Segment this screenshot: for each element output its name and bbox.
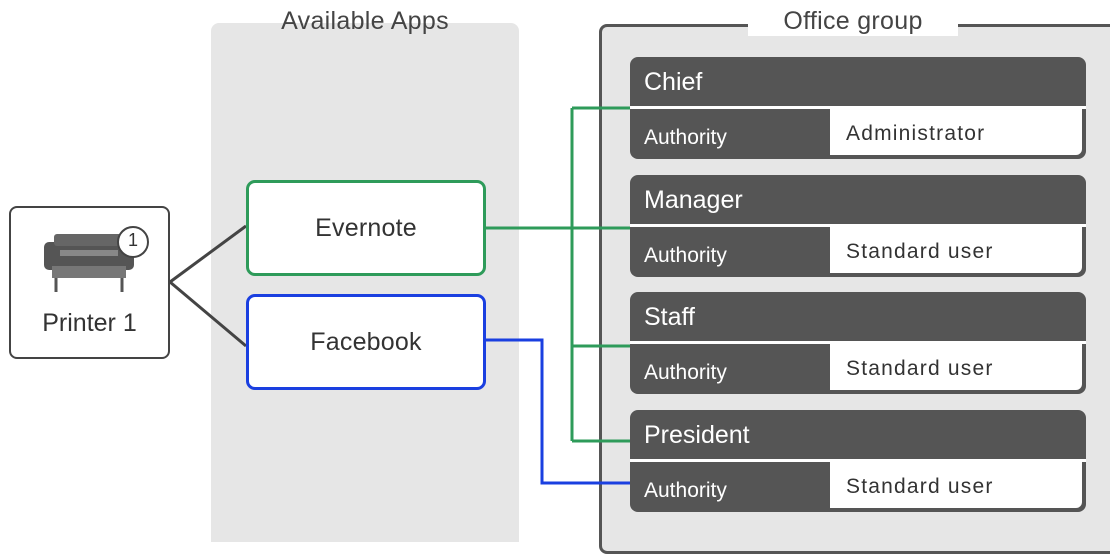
member-card-chief[interactable]: Chief Authority Administrator xyxy=(630,57,1086,159)
office-group-title: Office group xyxy=(748,6,958,36)
member-name: Staff xyxy=(644,303,695,331)
authority-value-box: Standard user xyxy=(830,462,1082,508)
authority-value-box: Standard user xyxy=(830,344,1082,390)
authority-value-box: Administrator xyxy=(830,109,1082,155)
printer-badge: 1 xyxy=(127,230,138,250)
authority-label: Authority xyxy=(644,126,727,149)
member-card-president[interactable]: President Authority Standard user xyxy=(630,410,1086,512)
connector-lines xyxy=(169,106,630,485)
app-facebook[interactable]: Facebook xyxy=(246,294,486,390)
app-evernote[interactable]: Evernote xyxy=(246,180,486,276)
member-name: Chief xyxy=(644,68,703,96)
authority-value: Administrator xyxy=(846,122,986,145)
card-divider xyxy=(630,106,1086,109)
printer-to-facebook-line xyxy=(169,280,247,348)
card-divider xyxy=(630,224,1086,227)
printer-label: Printer 1 xyxy=(42,309,137,337)
authority-label: Authority xyxy=(644,361,727,384)
printer-to-evernote-line xyxy=(169,224,247,284)
card-divider xyxy=(630,341,1086,344)
member-name: Manager xyxy=(644,186,743,214)
authority-value-box: Standard user xyxy=(830,227,1082,273)
printer-icon xyxy=(44,226,149,292)
card-divider xyxy=(630,459,1086,462)
authority-value: Standard user xyxy=(846,475,994,498)
printer-badge-circle xyxy=(117,226,149,258)
available-apps-title: Available Apps xyxy=(281,7,449,35)
authority-value: Standard user xyxy=(846,357,994,380)
available-apps-panel xyxy=(211,23,519,542)
authority-value: Standard user xyxy=(846,240,994,263)
facebook-to-president-line xyxy=(486,338,630,485)
authority-label: Authority xyxy=(644,244,727,267)
authority-label: Authority xyxy=(644,479,727,502)
member-name: President xyxy=(644,421,750,449)
member-card-staff[interactable]: Staff Authority Standard user xyxy=(630,292,1086,394)
member-card-manager[interactable]: Manager Authority Standard user xyxy=(630,175,1086,277)
